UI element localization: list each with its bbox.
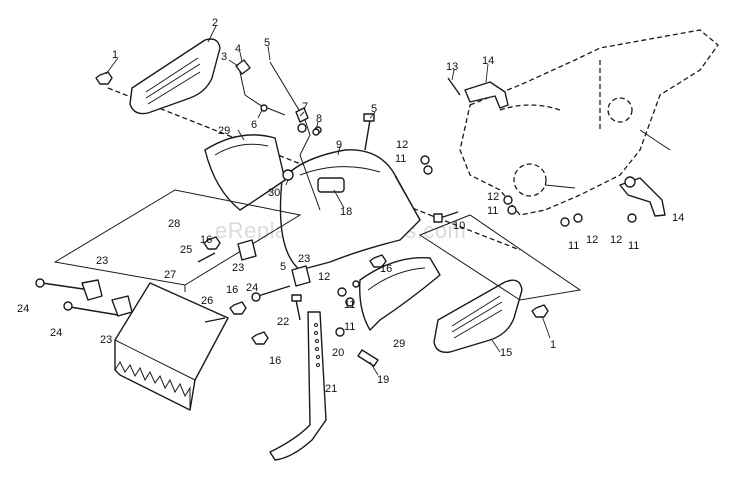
callout-7: 7 — [302, 101, 308, 113]
callout-27: 27 — [164, 269, 176, 281]
callout-5: 5 — [264, 37, 270, 49]
callout-12: 12 — [610, 234, 622, 246]
drag-shield — [114, 282, 229, 411]
callout-19: 19 — [377, 374, 389, 386]
side-shield-right — [433, 279, 523, 353]
callout-3: 3 — [221, 51, 227, 63]
callout-11: 11 — [344, 299, 355, 311]
callout-24: 24 — [246, 282, 258, 294]
callout-11: 11 — [344, 321, 355, 333]
callout-20: 20 — [332, 347, 344, 359]
callout-29: 29 — [218, 125, 230, 137]
fender-right — [359, 256, 441, 331]
callout-10: 10 — [453, 220, 465, 232]
callout-23: 23 — [96, 255, 108, 267]
callout-11: 11 — [487, 205, 498, 217]
deflector-plate — [53, 189, 302, 292]
callout-21: 21 — [325, 383, 337, 395]
callout-23: 23 — [298, 253, 310, 265]
callout-26: 26 — [201, 295, 213, 307]
callout-14: 14 — [482, 55, 494, 67]
transmission-housing — [459, 29, 719, 216]
callout-labels: 1 2 3 4 5 5 5 6 7 8 9 10 11 11 11 11 11 … — [17, 17, 684, 395]
callout-23: 23 — [100, 334, 112, 346]
callout-8: 8 — [316, 113, 322, 125]
callout-12: 12 — [318, 271, 330, 283]
callout-12: 12 — [586, 234, 598, 246]
callout-12: 12 — [396, 139, 408, 151]
callout-22: 22 — [277, 316, 289, 328]
callout-4: 4 — [235, 43, 241, 55]
flange-nut — [95, 71, 113, 85]
callout-6: 6 — [251, 119, 257, 131]
callout-14: 14 — [672, 212, 684, 224]
callout-30: 30 — [268, 187, 280, 199]
callout-23: 23 — [232, 262, 244, 274]
hardware — [35, 59, 637, 367]
shaft-axis-line-2 — [429, 214, 521, 251]
callout-9: 9 — [336, 139, 342, 151]
bracket-lower — [619, 176, 666, 217]
callout-29: 29 — [393, 338, 405, 350]
callout-18: 18 — [340, 206, 352, 218]
callout-1: 1 — [112, 49, 118, 61]
side-shield-left — [129, 38, 221, 115]
callout-16: 16 — [226, 284, 238, 296]
tine-hood — [279, 149, 421, 271]
callout-5: 5 — [371, 103, 377, 115]
washer-30 — [282, 169, 294, 181]
callout-11: 11 — [628, 240, 639, 252]
callout-16: 16 — [200, 234, 212, 246]
depth-stake — [269, 311, 327, 461]
callout-16: 16 — [380, 263, 392, 275]
callout-16: 16 — [269, 355, 281, 367]
callout-1: 1 — [550, 339, 556, 351]
callout-28: 28 — [168, 218, 180, 230]
callout-5: 5 — [280, 261, 286, 273]
callout-25: 25 — [180, 244, 192, 256]
flange-nut-right — [531, 304, 549, 318]
callout-15: 15 — [500, 347, 512, 359]
fender-left — [204, 134, 286, 211]
callout-13: 13 — [446, 61, 458, 73]
hood-latch — [317, 177, 345, 193]
callout-12: 12 — [487, 191, 499, 203]
callout-2: 2 — [212, 17, 218, 29]
bracket-upper — [464, 81, 509, 109]
callout-11: 11 — [395, 153, 406, 165]
right-base-plate — [418, 214, 582, 301]
leader-lines — [105, 25, 551, 376]
callout-24: 24 — [17, 303, 29, 315]
callout-24: 24 — [50, 327, 62, 339]
callout-11: 11 — [568, 240, 579, 252]
